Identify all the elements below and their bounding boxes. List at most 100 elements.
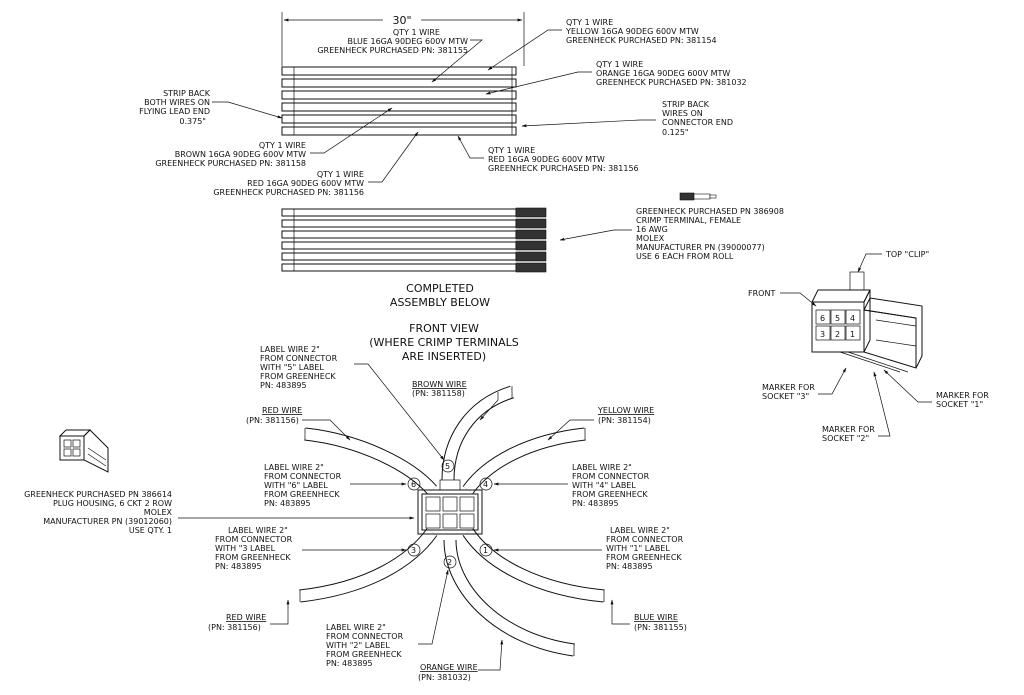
callout-label2: LABEL WIRE 2" FROM CONNECTOR WITH "2" LA… [326, 569, 449, 668]
svg-text:WIRES ON: WIRES ON [662, 109, 703, 118]
callout-strip-connector-end: STRIP BACK WIRES ON CONNECTOR END 0.125" [521, 100, 733, 137]
svg-text:MOLEX: MOLEX [144, 508, 173, 517]
svg-text:FROM CONNECTOR: FROM CONNECTOR [326, 632, 404, 641]
svg-text:(PN: 381158): (PN: 381158) [412, 389, 465, 398]
svg-text:1: 1 [850, 330, 855, 339]
svg-text:3: 3 [820, 330, 825, 339]
svg-text:1: 1 [483, 546, 488, 555]
svg-text:MARKER FOR: MARKER FOR [762, 383, 815, 392]
svg-text:QTY 1 WIRE: QTY 1 WIRE [393, 28, 440, 37]
svg-text:LABEL WIRE 2": LABEL WIRE 2" [326, 623, 386, 632]
svg-text:PN: 483895: PN: 483895 [260, 381, 307, 390]
svg-text:LABEL WIRE 2": LABEL WIRE 2" [228, 526, 288, 535]
svg-text:SOCKET "1": SOCKET "1" [936, 400, 983, 409]
svg-text:PN: 483895: PN: 483895 [264, 499, 311, 508]
svg-text:LABEL WIRE 2": LABEL WIRE 2" [610, 526, 670, 535]
svg-text:PN: 483895: PN: 483895 [215, 562, 262, 571]
svg-text:FROM GREENHECK: FROM GREENHECK [606, 553, 682, 562]
svg-text:TOP "CLIP": TOP "CLIP" [885, 250, 929, 259]
svg-text:16 AWG: 16 AWG [636, 225, 668, 234]
svg-text:4: 4 [850, 314, 855, 323]
svg-text:STRIP BACK: STRIP BACK [163, 89, 211, 98]
wire-bundle-top [281, 66, 517, 136]
crimp-terminals [515, 207, 547, 273]
front-view-heading: FRONT VIEW (WHERE CRIMP TERMINALS ARE IN… [369, 322, 519, 363]
svg-text:YELLOW WIRE: YELLOW WIRE [597, 406, 654, 415]
callout-crimp-terminal: GREENHECK PURCHASED PN 386908 CRIMP TERM… [559, 207, 784, 261]
svg-text:(PN: 381032): (PN: 381032) [418, 673, 471, 682]
plug-connector-front [417, 479, 483, 535]
callout-blue-wire: QTY 1 WIRE BLUE 16GA 90DEG 600V MTW GREE… [317, 28, 483, 83]
svg-text:6: 6 [411, 480, 416, 489]
svg-text:FROM GREENHECK: FROM GREENHECK [572, 490, 648, 499]
svg-text:(WHERE CRIMP TERMINALS: (WHERE CRIMP TERMINALS [369, 336, 519, 349]
svg-text:MANUFACTURER PN (39012060): MANUFACTURER PN (39012060) [43, 517, 172, 526]
svg-text:MARKER FOR: MARKER FOR [936, 391, 989, 400]
svg-text:WITH "6" LABEL: WITH "6" LABEL [264, 481, 328, 490]
callout-red-wire-bottom: QTY 1 WIRE RED 16GA 90DEG 600V MTW GREEN… [213, 131, 419, 197]
svg-text:GREENHECK PURCHASED PN: 381154: GREENHECK PURCHASED PN: 381154 [566, 36, 717, 45]
svg-text:YELLOW 16GA 90DEG 600V MTW: YELLOW 16GA 90DEG 600V MTW [565, 27, 699, 36]
svg-text:RED WIRE: RED WIRE [226, 613, 266, 622]
svg-text:QTY 1 WIRE: QTY 1 WIRE [596, 60, 643, 69]
svg-text:ORANGE WIRE: ORANGE WIRE [420, 663, 478, 672]
callout-orange-wire-front: ORANGE WIRE (PN: 381032) [418, 639, 504, 682]
svg-text:5: 5 [835, 314, 840, 323]
svg-text:BOTH WIRES ON: BOTH WIRES ON [144, 98, 210, 107]
svg-text:QTY 1 WIRE: QTY 1 WIRE [488, 146, 535, 155]
svg-text:USE 6 EACH FROM ROLL: USE 6 EACH FROM ROLL [636, 252, 734, 261]
svg-text:MANUFACTURER PN (39000077): MANUFACTURER PN (39000077) [636, 243, 765, 252]
crimp-terminal-icon [679, 192, 717, 201]
svg-text:PN: 483895: PN: 483895 [606, 562, 653, 571]
callout-label4: LABEL WIRE 2" FROM CONNECTOR WITH "4" LA… [493, 463, 650, 508]
svg-text:(PN: 381156): (PN: 381156) [208, 623, 261, 632]
svg-text:PN: 483895: PN: 483895 [572, 499, 619, 508]
housing-detail: 6 5 4 3 2 1 TOP "CLIP" FRONT MARKER FOR … [748, 250, 989, 443]
svg-text:GREENHECK PURCHASED PN: 381032: GREENHECK PURCHASED PN: 381032 [596, 78, 747, 87]
svg-text:FRONT VIEW: FRONT VIEW [409, 322, 479, 335]
callout-orange-wire: QTY 1 WIRE ORANGE 16GA 90DEG 600V MTW GR… [485, 60, 747, 95]
svg-text:3: 3 [411, 546, 416, 555]
wire-ends [299, 386, 605, 656]
callout-red-wire-right: QTY 1 WIRE RED 16GA 90DEG 600V MTW GREEN… [457, 135, 639, 173]
svg-text:FROM GREENHECK: FROM GREENHECK [326, 650, 402, 659]
svg-text:STRIP BACK: STRIP BACK [662, 100, 710, 109]
callout-brown-wire: QTY 1 WIRE BROWN 16GA 90DEG 600V MTW GRE… [155, 107, 393, 168]
callout-yellow-wire: QTY 1 WIRE YELLOW 16GA 90DEG 600V MTW GR… [487, 18, 717, 71]
dimension-30in: 30" [281, 12, 525, 66]
svg-text:RED WIRE: RED WIRE [262, 406, 302, 415]
svg-text:QTY 1 WIRE: QTY 1 WIRE [259, 141, 306, 150]
callout-yellow-wire-front: YELLOW WIRE (PN: 381154) [547, 406, 654, 441]
svg-text:FROM CONNECTOR: FROM CONNECTOR [215, 535, 293, 544]
svg-text:GREENHECK PURCHASED PN: 381156: GREENHECK PURCHASED PN: 381156 [488, 164, 639, 173]
housing-cavities: 6 5 4 3 2 1 [815, 309, 861, 341]
callout-plug-housing: GREENHECK PURCHASED PN 386614 PLUG HOUSI… [24, 490, 415, 535]
svg-text:FLYING LEAD END: FLYING LEAD END [139, 107, 210, 116]
svg-text:GREENHECK PURCHASED PN: 381156: GREENHECK PURCHASED PN: 381156 [213, 188, 364, 197]
svg-text:(PN: 381155): (PN: 381155) [634, 623, 687, 632]
svg-text:FROM CONNECTOR: FROM CONNECTOR [572, 472, 650, 481]
callout-red-wire-top: RED WIRE (PN: 381156) [246, 406, 351, 441]
callout-brown-wire-front: BROWN WIRE (PN: 381158) [412, 380, 499, 421]
svg-text:PLUG HOUSING, 6 CKT 2 ROW: PLUG HOUSING, 6 CKT 2 ROW [53, 499, 172, 508]
svg-text:ASSEMBLY BELOW: ASSEMBLY BELOW [390, 296, 490, 309]
plug-housing-icon [58, 429, 109, 473]
svg-text:USE QTY. 1: USE QTY. 1 [129, 526, 172, 535]
callout-label6: LABEL WIRE 2" FROM CONNECTOR WITH "6" LA… [264, 463, 407, 508]
svg-text:LABEL WIRE 2": LABEL WIRE 2" [260, 345, 320, 354]
callout-strip-flying-lead: STRIP BACK BOTH WIRES ON FLYING LEAD END… [139, 89, 283, 126]
svg-text:4: 4 [483, 480, 488, 489]
svg-text:5: 5 [445, 462, 450, 471]
svg-text:CRIMP TERMINAL, FEMALE: CRIMP TERMINAL, FEMALE [636, 216, 741, 225]
svg-text:GREENHECK PURCHASED PN 386908: GREENHECK PURCHASED PN 386908 [636, 207, 784, 216]
svg-text:0.125": 0.125" [662, 128, 689, 137]
svg-text:FROM GREENHECK: FROM GREENHECK [215, 553, 291, 562]
connector-number-markers: 5 6 4 3 2 1 [407, 459, 493, 569]
svg-text:BLUE WIRE: BLUE WIRE [634, 613, 678, 622]
svg-text:(PN: 381154): (PN: 381154) [598, 416, 651, 425]
svg-text:MARKER FOR: MARKER FOR [822, 425, 875, 434]
svg-text:FROM GREENHECK: FROM GREENHECK [264, 490, 340, 499]
callout-label5: LABEL WIRE 2" FROM CONNECTOR WITH "5" LA… [260, 345, 445, 461]
svg-text:FROM CONNECTOR: FROM CONNECTOR [606, 535, 684, 544]
